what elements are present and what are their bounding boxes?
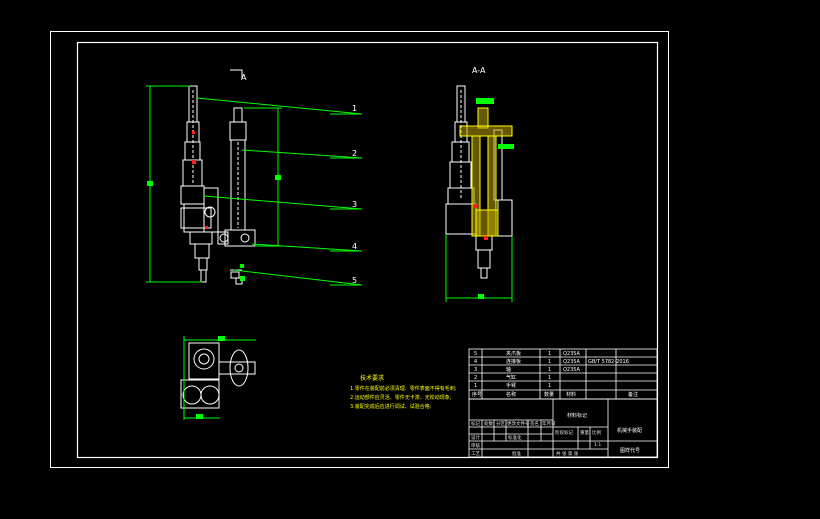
- marker-red: [473, 204, 477, 208]
- material-mark: 材料标记: [567, 412, 587, 419]
- dim-tag: [498, 144, 514, 149]
- marker-red: [205, 226, 208, 229]
- inner-frame: [76, 41, 659, 459]
- view-a-label: A: [241, 73, 247, 82]
- title-block-text: 材料标记 机械手装配 图样代号 标记 处数 分区 更改文件号 签名 年月日 设计…: [471, 412, 642, 457]
- dim-tag: [218, 336, 225, 341]
- balloon-4: 4: [352, 242, 357, 251]
- bom-row-name: 轴: [506, 366, 511, 373]
- bom-row-name: 连接板: [506, 358, 521, 365]
- bom-row-name: 手臂: [506, 382, 516, 389]
- marker-red: [192, 160, 196, 164]
- bom-row-qty: 1: [548, 367, 551, 373]
- dim-tag: [476, 98, 494, 104]
- dim-tag: [275, 175, 281, 180]
- tb-date: 年月日: [542, 420, 556, 427]
- tb-scale: 比例: [592, 429, 601, 436]
- tb-process: 工艺: [471, 451, 480, 457]
- bom-row-material: Q235A: [563, 359, 580, 365]
- bom-header-no: 序号: [472, 391, 482, 398]
- tb-standard: 标准化: [508, 434, 522, 441]
- tb-mark: 标记: [471, 420, 480, 427]
- tb-scale-value: 1:1: [594, 442, 601, 448]
- tb-approve: 批准: [512, 450, 521, 457]
- bom-rows: 5 夹爪板 1 Q235A 4 连接板 1 Q235A GB/T 5782-20…: [472, 350, 638, 398]
- tb-change-no: 更改文件号: [507, 420, 530, 427]
- tech-notes-title: 技术要求: [360, 374, 384, 382]
- bom-row-material: Q235A: [563, 351, 580, 357]
- title-block-grid: [468, 398, 658, 458]
- dim-tag: [240, 276, 245, 281]
- bom-row-no: 1: [474, 383, 477, 389]
- bom-row-qty: 1: [548, 383, 551, 389]
- marker-red: [192, 131, 195, 134]
- bom-header-material: 材料: [566, 391, 576, 398]
- bom-row-no: 4: [474, 359, 477, 365]
- bom-row-qty: 1: [548, 359, 551, 365]
- tb-sign: 签名: [530, 420, 539, 427]
- bom-row-no: 5: [474, 351, 477, 357]
- bom-header-note: 备注: [628, 391, 638, 398]
- drawing-name: 机械手装配: [617, 427, 642, 434]
- bom-row-name: 气缸: [506, 374, 516, 381]
- dim-tag: [478, 294, 484, 299]
- bom-row-no: 3: [474, 367, 477, 373]
- bom-row-no: 2: [474, 375, 477, 381]
- balloon-3: 3: [352, 200, 357, 209]
- bom-row-note: GB/T 5782-2016: [588, 359, 629, 365]
- top-dimensions: [183, 336, 256, 420]
- outer-border: [50, 31, 669, 468]
- balloon-2: 2: [352, 149, 357, 158]
- tech-note-3: 3.装配完成后应进行调试、试验合格;: [350, 403, 432, 410]
- tb-review: 审核: [471, 442, 480, 449]
- tb-weight: 重量: [580, 429, 589, 436]
- bom-row-qty: 1: [548, 375, 551, 381]
- section-label: A-A: [472, 66, 486, 75]
- drawing-code: 图样代号: [620, 447, 640, 454]
- tech-note-1: 1.零件在装配前必须清理、零件表面不得有毛刺;: [350, 385, 457, 392]
- tech-note-2: 2.运动部件应灵活、零件无卡滞、无松动现象;: [350, 394, 452, 401]
- section-hatch: [459, 107, 513, 237]
- tb-zone: 分区: [496, 420, 505, 427]
- balloon-1: 1: [352, 104, 357, 113]
- bom-header-qty: 数量: [544, 391, 554, 398]
- bom-row-material: Q235A: [563, 367, 580, 373]
- tb-sheet: 共 张 第 张: [556, 450, 579, 457]
- bom-row-qty: 1: [548, 351, 551, 357]
- marker-red: [484, 236, 488, 240]
- bom-header-name: 名称: [506, 391, 516, 398]
- dim-tag: [147, 181, 153, 186]
- tb-count: 处数: [484, 420, 493, 427]
- tb-stage-mark: 阶段标记: [555, 429, 573, 436]
- balloon-5: 5: [352, 276, 357, 285]
- dim-tag: [240, 264, 244, 268]
- front-dimensions: [146, 85, 363, 286]
- top-view: [180, 342, 256, 409]
- dim-tag: [196, 414, 203, 419]
- bom-row-name: 夹爪板: [506, 350, 521, 357]
- tb-design: 设计: [471, 434, 480, 441]
